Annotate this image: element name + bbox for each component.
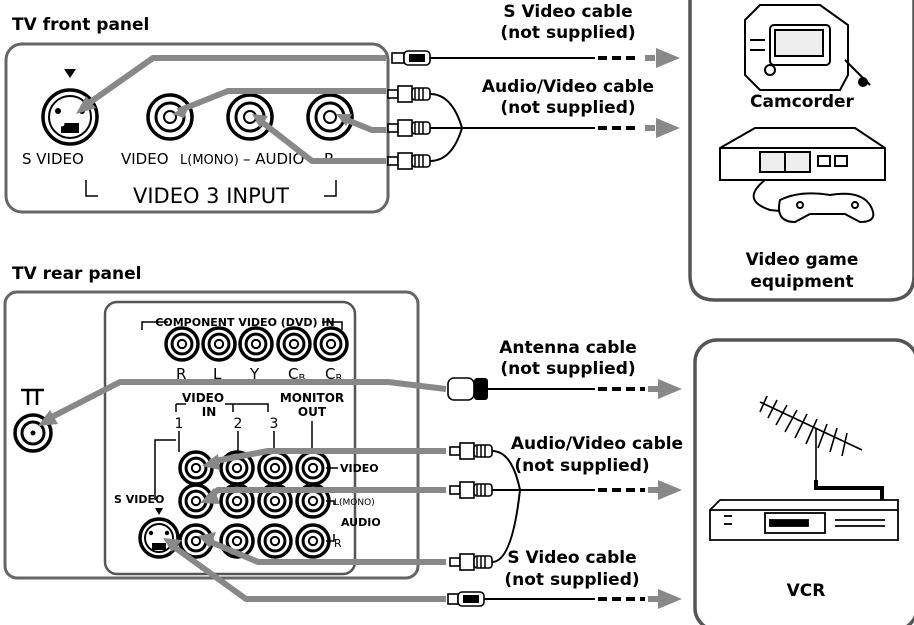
front-audio-label: – AUDIO –	[243, 150, 317, 168]
front-arrows	[76, 55, 386, 164]
component-jack-5	[313, 326, 349, 362]
s-video-plug-top	[391, 50, 640, 66]
rear-audio-r-jack-3	[257, 523, 293, 559]
rear-s-video-jack	[138, 517, 180, 559]
av-cable-top-label: Audio/Video cable	[482, 77, 654, 97]
av-plug-top-2	[387, 119, 431, 137]
rear-audio-r-jack-2	[219, 523, 255, 559]
monitor-out-label-2: OUT	[298, 405, 327, 419]
rear-arrows	[38, 379, 447, 602]
s-video-cable-bottom-label: S Video cable	[507, 548, 636, 568]
input-number-3: 3	[270, 416, 279, 432]
front-video-label: VIDEO	[121, 150, 169, 168]
vcr-icon	[709, 499, 899, 541]
game-console-icon	[719, 127, 886, 224]
component-jack-label: Y	[249, 365, 260, 383]
vcr-label: VCR	[787, 581, 826, 601]
s-video-bracket	[154, 439, 176, 500]
av-plug-top-1	[387, 85, 431, 103]
rear-audio-r-jack-4	[295, 523, 331, 559]
s-video-plug-bottom	[447, 591, 645, 607]
antenna-symbol-icon	[21, 388, 44, 405]
component-jack-1	[164, 326, 200, 362]
av-plug-top-3	[387, 152, 431, 170]
game-label-2: equipment	[750, 272, 853, 292]
rear-s-video-label: S VIDEO	[114, 493, 164, 506]
av-cable-bottom-label: Audio/Video cable	[511, 434, 683, 454]
av-plug-bottom-2	[449, 481, 493, 499]
to-vcr-arrows	[648, 379, 682, 609]
front-l-mono-label: L(MONO)	[180, 153, 239, 168]
monitor-out-label-1: MONITOR	[280, 391, 344, 405]
front-panel-title: TV front panel	[12, 15, 149, 35]
component-bracket-left	[141, 321, 168, 330]
front-audio-r-jack	[306, 93, 354, 141]
s-video-cable-bottom-sub: (not supplied)	[504, 570, 639, 590]
component-jack-3	[238, 326, 274, 362]
av-cable-bottom-sub: (not supplied)	[514, 456, 649, 476]
rear-inner-panel	[103, 300, 357, 576]
input-number-1: 1	[175, 416, 184, 432]
antenna-cable-sub: (not supplied)	[500, 359, 635, 379]
s-video-cable-top-sub: (not supplied)	[500, 23, 635, 43]
input-number-2: 2	[234, 416, 243, 432]
rear-video-jack-4	[295, 450, 331, 486]
component-bracket-right	[322, 321, 343, 330]
game-label-1: Video game	[746, 250, 859, 270]
component-jack-label: R	[176, 365, 186, 383]
front-group-label: VIDEO 3 INPUT	[133, 184, 289, 208]
s-video-cable-top-label: S Video cable	[503, 2, 632, 22]
component-jack-4	[276, 326, 312, 362]
rear-panel-title: TV rear panel	[12, 264, 141, 284]
av-cable-top-wire	[429, 93, 595, 162]
input-number-ticks	[178, 421, 313, 452]
component-jack-2	[201, 326, 237, 362]
rear-video-jack-1	[178, 450, 214, 486]
to-devices-arrows-top	[645, 48, 680, 138]
antenna-jack	[13, 413, 53, 453]
component-video-label: COMPONENT VIDEO (DVD) IN	[155, 316, 334, 329]
av-cable-top-sub: (not supplied)	[500, 98, 635, 118]
row-label-audio: AUDIO	[341, 516, 381, 529]
av-cable-bottom-wire	[491, 450, 595, 563]
front-video-jack	[146, 93, 194, 141]
av-plug-bottom-3	[449, 553, 493, 571]
video-in-label-2: IN	[202, 405, 217, 419]
front-audio-l-jack	[226, 93, 274, 141]
rear-video-jack-3	[257, 450, 293, 486]
row-label-video: VIDEO	[340, 462, 379, 475]
vcr-box	[693, 338, 914, 625]
row-label-l-mono: L(MONO)	[334, 498, 375, 508]
antenna-icon	[759, 395, 884, 500]
component-jack-label: L	[213, 365, 222, 383]
antenna-cable-label: Antenna cable	[499, 338, 637, 358]
row-label-r: R	[334, 537, 342, 550]
front-group-bracket-left	[85, 180, 98, 197]
video-in-bracket	[175, 403, 269, 412]
front-group-bracket-right	[324, 180, 337, 197]
video-in-label-1: VIDEO	[182, 391, 224, 405]
antenna-plug	[447, 377, 645, 401]
camcorder-label: Camcorder	[750, 92, 855, 112]
front-s-video-label: S VIDEO	[22, 150, 84, 168]
av-plug-bottom-1	[449, 442, 493, 460]
camcorder-icon	[744, 4, 871, 91]
